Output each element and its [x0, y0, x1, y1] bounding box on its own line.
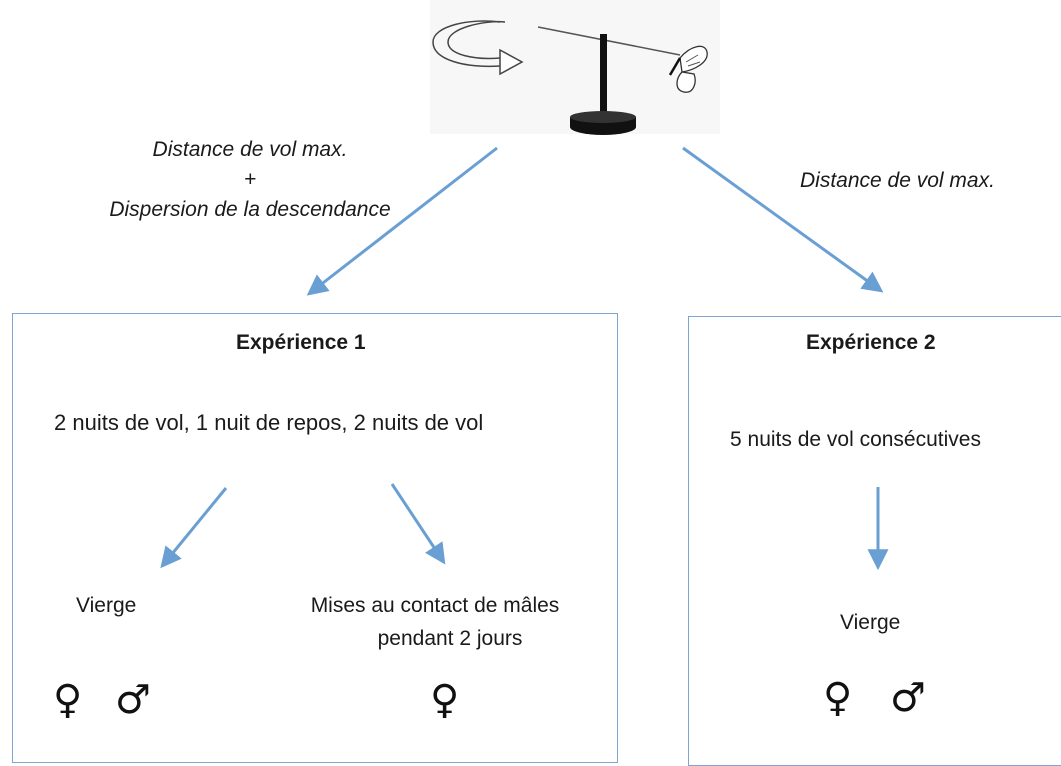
left-branch-line2: Dispersion de la descendance	[109, 198, 391, 222]
female-symbol-icon: ♀	[53, 677, 83, 723]
arrow-to-mated-group	[390, 483, 446, 565]
experiment2-virgin-label: Vierge	[840, 611, 901, 634]
experiment2-box	[688, 316, 1061, 766]
female-symbol-icon: ♀	[823, 675, 853, 721]
male-symbol-icon: ♂	[115, 677, 151, 723]
experiment1-virgin-label: Vierge	[76, 594, 137, 617]
female-symbol-icon: ♀	[430, 677, 460, 723]
left-branch-label: Distance de vol max. + Dispersion de la …	[100, 137, 400, 223]
experiment1-title: Expérience 1	[236, 331, 366, 354]
arrow-to-virgin-group	[160, 487, 228, 569]
arrow-to-experiment2	[682, 146, 884, 293]
male-symbol-icon: ♂	[890, 675, 926, 721]
experiment1-mated-line1: Mises au contact de mâles	[310, 594, 560, 617]
right-branch-label: Distance de vol max.	[800, 169, 995, 192]
left-branch-plus: +	[243, 168, 257, 192]
experiment2-protocol: 5 nuits de vol consécutives	[730, 428, 981, 451]
experiment1-mated-line2: pendant 2 jours	[377, 627, 523, 651]
experiment2-title: Expérience 2	[806, 331, 936, 354]
arrow-to-experiment1	[306, 146, 498, 296]
rotation-arrow-icon	[432, 20, 524, 76]
butterfly-icon	[668, 45, 708, 93]
left-branch-line1: Distance de vol max.	[152, 138, 348, 161]
experiment1-box	[12, 313, 618, 763]
flight-mill-icon	[430, 0, 720, 135]
experiment1-protocol: 2 nuits de vol, 1 nuit de repos, 2 nuits…	[54, 410, 484, 435]
experiment1-mated-label: Mises au contact de mâles pendant 2 jour…	[270, 593, 600, 651]
